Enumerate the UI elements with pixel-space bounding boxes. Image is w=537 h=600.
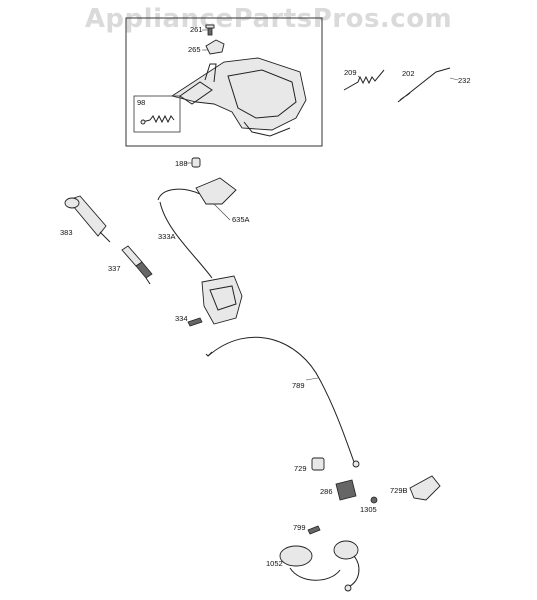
label-799: 799 (293, 523, 306, 532)
governor-spring[interactable] (343, 69, 385, 91)
label-1305: 1305 (360, 505, 377, 514)
label-337: 337 (108, 264, 121, 273)
coil-screw[interactable] (187, 317, 203, 327)
label-334: 334 (175, 314, 188, 323)
label-1052: 1052 (266, 559, 283, 568)
leader-789 (305, 377, 319, 381)
screw-799[interactable] (307, 525, 321, 535)
connector-729[interactable] (311, 457, 325, 471)
label-729: 729 (294, 464, 307, 473)
label-209: 209 (344, 68, 357, 77)
leader-209 (357, 75, 363, 81)
label-635a: 635A (232, 215, 250, 224)
wire-harness[interactable] (279, 540, 360, 592)
small-fitting[interactable] (191, 157, 201, 168)
ground-wire[interactable] (205, 336, 360, 468)
label-286: 286 (320, 487, 333, 496)
label-789: 789 (292, 381, 305, 390)
spark-plug[interactable] (121, 245, 153, 285)
plug-boot[interactable] (64, 195, 111, 243)
bracket-housing[interactable] (170, 57, 307, 137)
ignition-coil[interactable] (157, 177, 243, 325)
label-261: 261 (190, 25, 203, 34)
label-383: 383 (60, 228, 73, 237)
assembly-box (125, 17, 323, 147)
screw-part[interactable] (205, 24, 215, 36)
clip-part[interactable] (205, 39, 225, 55)
governor-link[interactable] (397, 67, 451, 103)
label-333a: 333A (158, 232, 176, 241)
label-188: 188 (175, 159, 188, 168)
label-265: 265 (188, 45, 201, 54)
label-98: 98 (137, 98, 145, 107)
label-729b: 729B (390, 486, 408, 495)
leader-635a (213, 203, 231, 221)
sub-box (133, 95, 181, 133)
spring-part[interactable] (140, 114, 175, 125)
label-232: 232 (458, 76, 471, 85)
leader-232 (449, 77, 459, 81)
label-202: 202 (402, 69, 415, 78)
screw-1305[interactable] (370, 496, 378, 504)
watermark: AppliancePartsPros.com (84, 4, 453, 34)
bracket-729b[interactable] (409, 475, 441, 501)
switch-286[interactable] (335, 479, 357, 501)
